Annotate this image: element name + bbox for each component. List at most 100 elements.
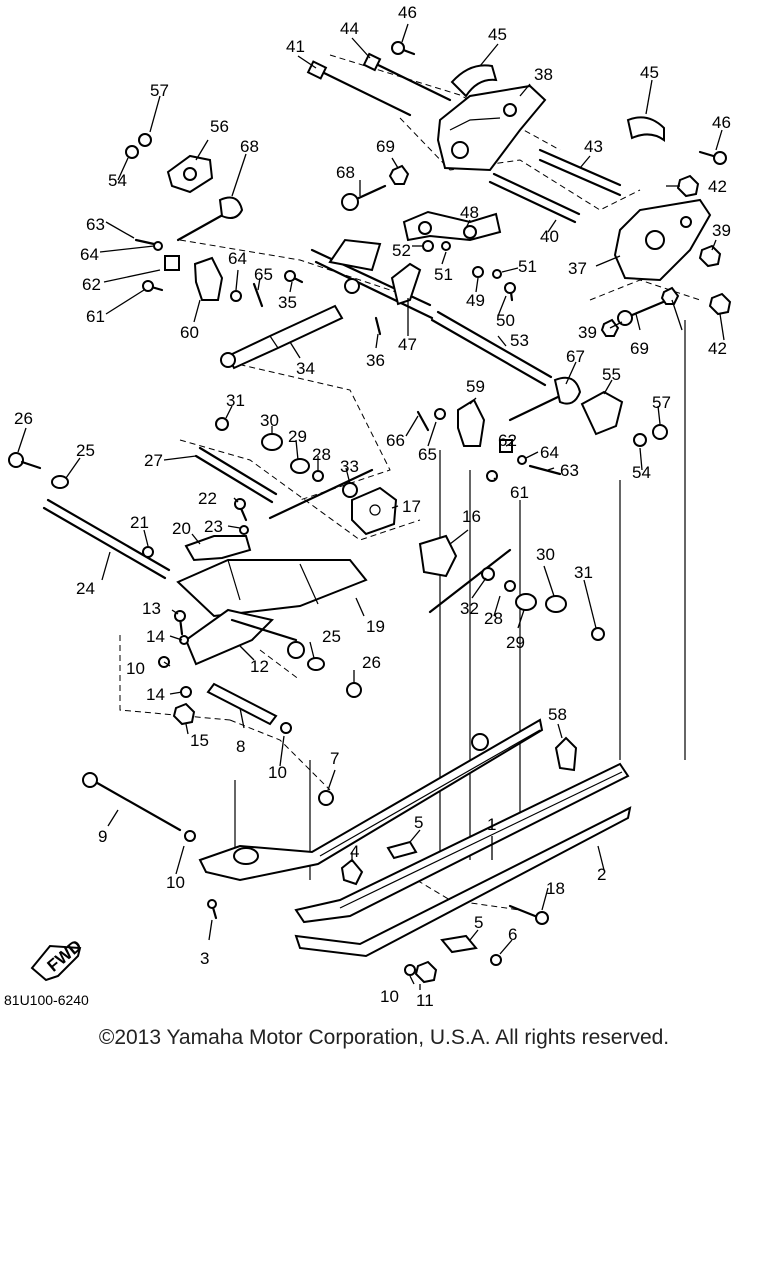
callout-label: 2 [597, 865, 606, 884]
callout-label: 64 [540, 443, 559, 462]
callout-label: 13 [142, 599, 161, 618]
callout-label: 62 [82, 275, 101, 294]
callout-label: 10 [268, 763, 287, 782]
callout-label: 20 [172, 519, 191, 538]
callout-label: 68 [336, 163, 355, 182]
callout-label: 51 [434, 265, 453, 284]
callout-label: 36 [366, 351, 385, 370]
callout-label: 25 [322, 627, 341, 646]
callout-label: 46 [712, 113, 731, 132]
forward-arrow-icon: FWD [30, 936, 85, 982]
callout-label: 45 [640, 63, 659, 82]
callout-label: 10 [126, 659, 145, 678]
callout-label: 68 [240, 137, 259, 156]
callout-label: 10 [380, 987, 399, 1006]
callout-label: 52 [392, 241, 411, 260]
callout-label: 66 [386, 431, 405, 450]
callout-label: 58 [548, 705, 567, 724]
callout-label: 39 [578, 323, 597, 342]
callout-label: 34 [296, 359, 315, 378]
callout-label: 16 [462, 507, 481, 526]
figure-code: 81U100-6240 [4, 992, 89, 1008]
callout-label: 19 [366, 617, 385, 636]
callout-label: 64 [80, 245, 99, 264]
callout-label: 10 [166, 873, 185, 892]
callout-label: 41 [286, 37, 305, 56]
callout-label: 33 [340, 457, 359, 476]
callout-label: 50 [496, 311, 515, 330]
callout-label: 26 [362, 653, 381, 672]
callout-label: 63 [86, 215, 105, 234]
callout-label: 30 [260, 411, 279, 430]
callout-label: 29 [288, 427, 307, 446]
callout-label: 30 [536, 545, 555, 564]
callout-label: 61 [510, 483, 529, 502]
callout-label: 7 [330, 749, 339, 768]
callout-label: 46 [398, 3, 417, 22]
callout-label: 21 [130, 513, 149, 532]
callout-label: 55 [602, 365, 621, 384]
callout-label: 11 [416, 991, 434, 1010]
callout-label: 60 [180, 323, 199, 342]
callout-labels: 1 2 3 4 5 5 6 7 8 9 10 10 10 10 11 12 13… [14, 3, 731, 1010]
callout-label: 47 [398, 335, 417, 354]
callout-label: 14 [146, 627, 165, 646]
callout-label: 31 [574, 563, 593, 582]
callout-label: 37 [568, 259, 587, 278]
rear-suspension-center [125, 133, 553, 387]
callout-label: 1 [487, 815, 496, 834]
callout-label: 42 [708, 177, 727, 196]
callout-label: 23 [204, 517, 223, 536]
callout-label: 64 [228, 249, 247, 268]
callout-label: 54 [108, 171, 127, 190]
callout-label: 57 [150, 81, 169, 100]
slide-rails [198, 718, 632, 984]
callout-label: 65 [254, 265, 273, 284]
callout-label: 26 [14, 409, 33, 428]
callout-label: 62 [498, 431, 517, 450]
callout-label: 3 [200, 949, 209, 968]
callout-label: 14 [146, 685, 165, 704]
callout-label: 17 [402, 497, 421, 516]
callout-label: 5 [474, 913, 483, 932]
callout-label: 35 [278, 293, 297, 312]
copyright-notice: ©2013 Yamaha Motor Corporation, U.S.A. A… [98, 1026, 670, 1049]
callout-label: 18 [546, 879, 565, 898]
callout-label: 42 [708, 339, 727, 358]
callout-label: 25 [76, 441, 95, 460]
callout-label: 53 [510, 331, 529, 350]
callout-label: 59 [466, 377, 485, 396]
callout-label: 49 [466, 291, 485, 310]
callout-label: 27 [144, 451, 163, 470]
callout-label: 40 [540, 227, 559, 246]
callout-label: 56 [210, 117, 229, 136]
callout-label: 15 [190, 731, 209, 750]
callout-label: 69 [376, 137, 395, 156]
callout-label: 24 [76, 579, 95, 598]
callout-label: 39 [712, 221, 731, 240]
callout-label: 43 [584, 137, 603, 156]
callout-label: 6 [508, 925, 517, 944]
callout-label: 67 [566, 347, 585, 366]
rear-suspension-right [416, 376, 668, 482]
callout-label: 28 [312, 445, 331, 464]
callout-label: 31 [226, 391, 245, 410]
callout-label: 45 [488, 25, 507, 44]
callout-label: 9 [98, 827, 107, 846]
callout-label: 57 [652, 393, 671, 412]
callout-label: 12 [250, 657, 269, 676]
callout-label: 65 [418, 445, 437, 464]
callout-label: 29 [506, 633, 525, 652]
callout-label: 61 [86, 307, 105, 326]
callout-label: 22 [198, 489, 217, 508]
callout-label: 69 [630, 339, 649, 358]
callout-label: 44 [340, 19, 359, 38]
callout-label: 48 [460, 203, 479, 222]
callout-label: 5 [414, 813, 423, 832]
callout-label: 8 [236, 737, 245, 756]
rear-suspension-upper [306, 41, 732, 337]
callout-label: 4 [350, 842, 359, 861]
callout-label: 32 [460, 599, 479, 618]
leader-lines [17, 23, 725, 990]
